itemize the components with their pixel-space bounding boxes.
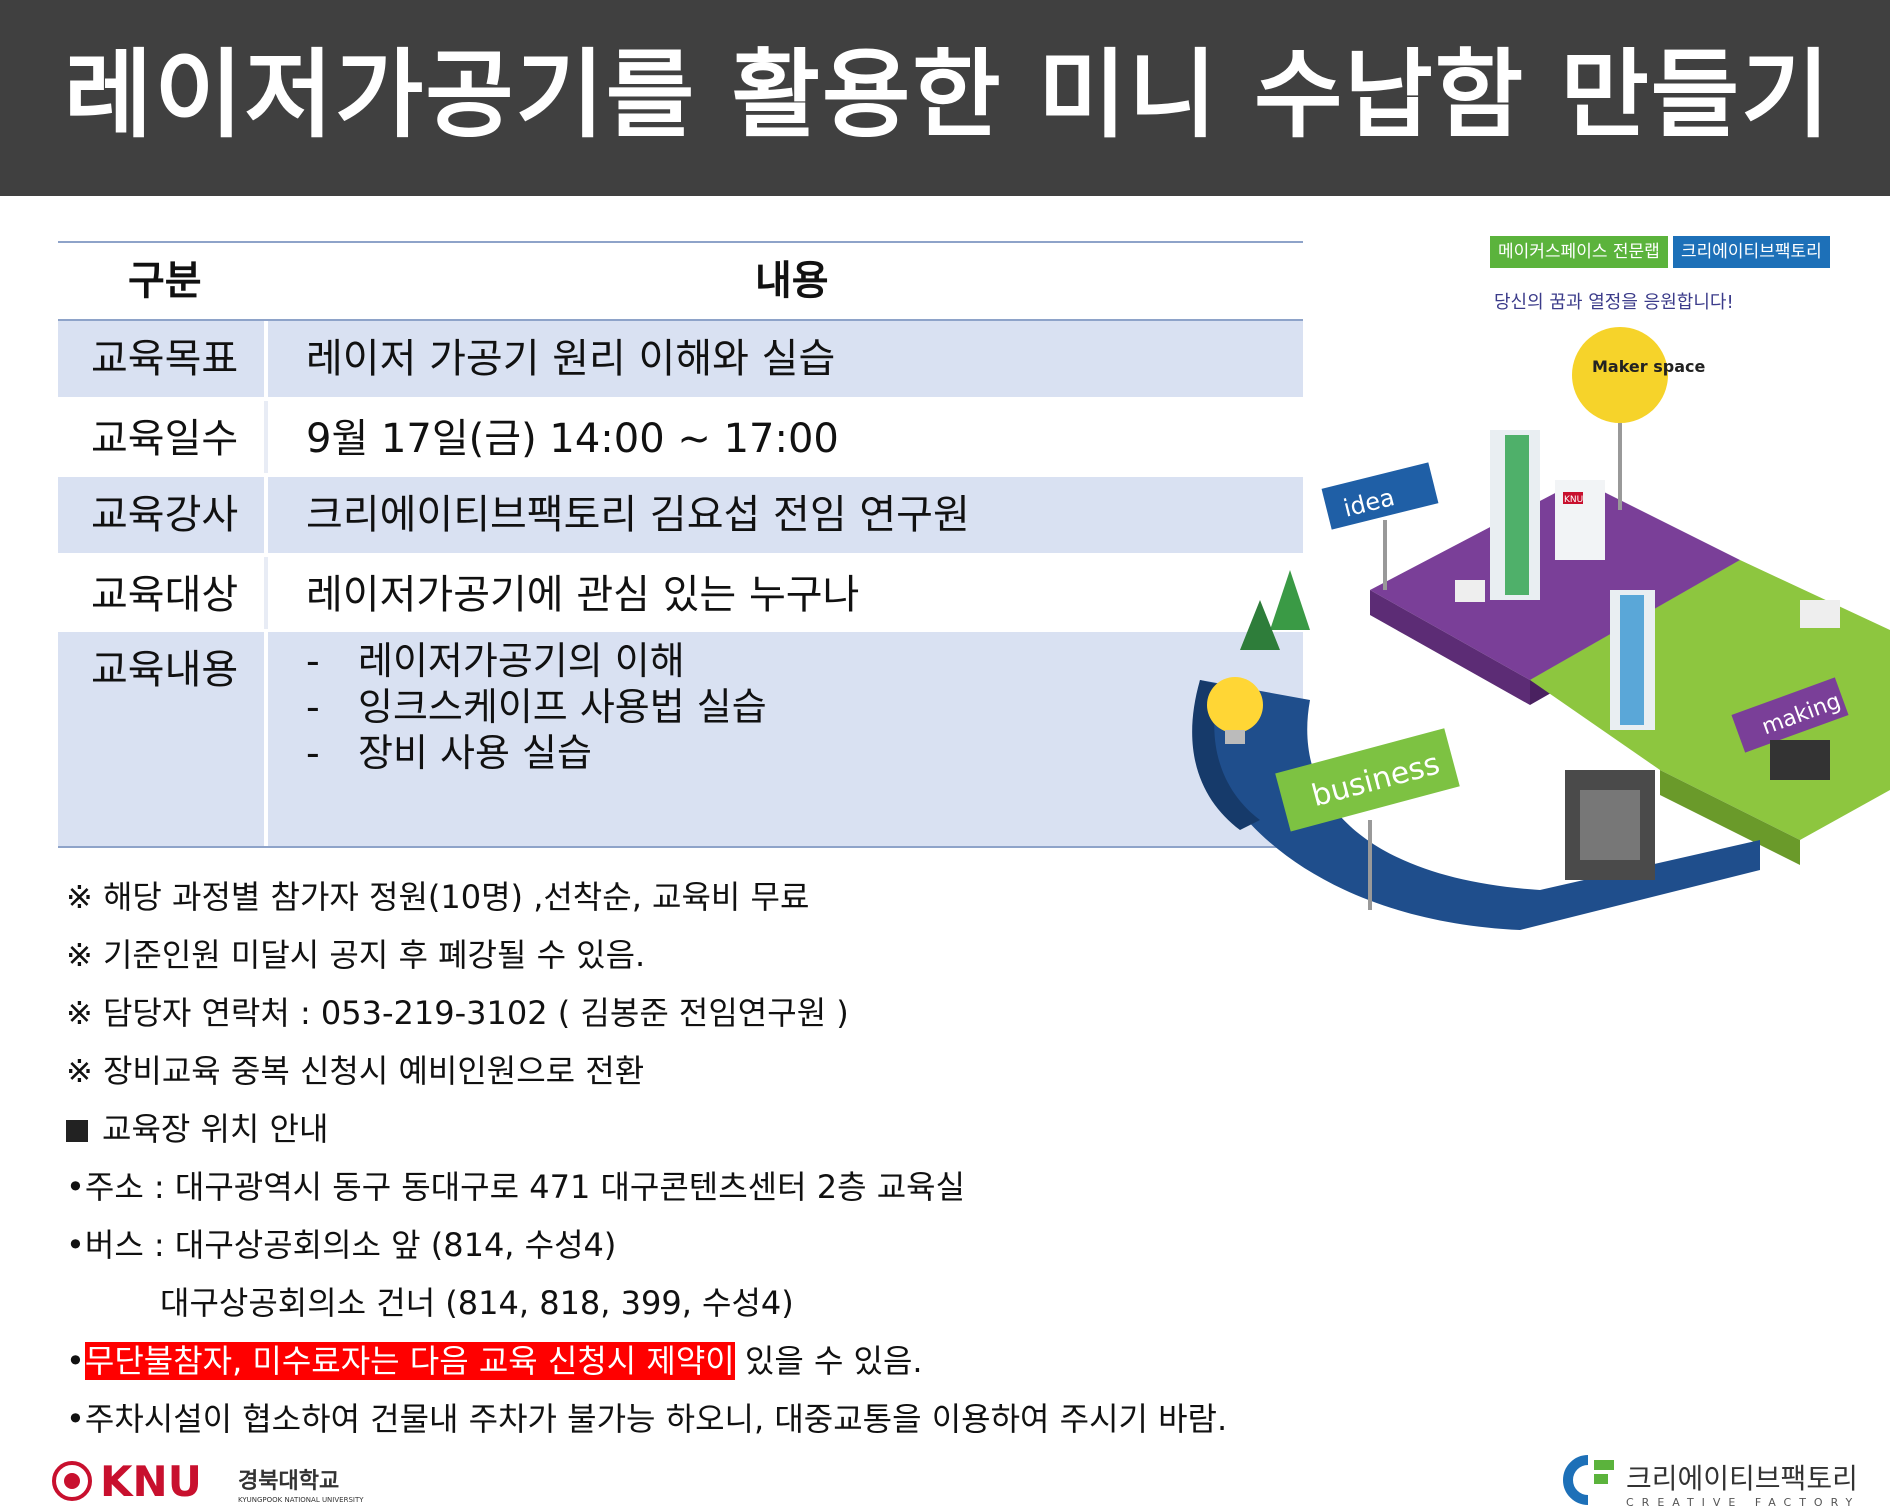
small-house-right [1800,600,1840,628]
row-value: 크리에이티브팩토리 김요섭 전임 연구원 [306,492,970,538]
column-divider [264,557,268,629]
tree-icon [1240,600,1280,650]
table-header: 구분 내용 [58,243,1303,319]
row-value: 레이저 가공기 원리 이해와 실습 [306,336,836,382]
cf-subtitle: CREATIVE FACTORY [1626,1496,1860,1508]
note-contact: ※ 담당자 연락처 : 053-219-3102 ( 김봉준 전임연구원 ) [66,994,849,1032]
knu-sign-badge [1563,492,1583,504]
making-sign [1731,677,1849,753]
table-header-rule [58,319,1303,321]
table-row-goal: 교육목표 레이저 가공기 원리 이해와 실습 [58,321,1303,397]
maker-space-text: Maker space [1592,357,1706,376]
maker-space-sign [1572,327,1668,423]
note-duplicate: ※ 장비교육 중복 신청시 예비인원으로 전환 [66,1052,645,1090]
note-bus-front: •버스 : 대구상공회의소 앞 (814, 수성4) [66,1226,617,1264]
small-house [1455,580,1485,602]
purple-platform-side [1370,590,1530,705]
title-bar: 레이저가공기를 활용한 미니 수납함 만들기 [0,0,1890,196]
makerspace-illustration: KNU idea Maker space making business [1192,327,1890,930]
notes-section: ※ 해당 과정별 참가자 정원(10명) ,선착순, 교육비 무료 ※ 기준인원… [66,868,1227,1448]
makerspace-tag: 메이커스페이스 전문랩 [1490,236,1668,268]
table-row-instructor: 교육강사 크리에이티브팩토리 김요섭 전임 연구원 [58,477,1303,553]
list-item: -레이저가공기의 이해 [306,639,685,683]
header-content: 내용 [755,258,829,304]
row-value: 9월 17일(금) 14:00 ~ 17:00 [306,416,839,462]
content-list: -레이저가공기의 이해 -잉크스케이프 사용법 실습 -장비 사용 실습 [306,638,767,776]
building-glass [1505,435,1529,595]
table-top-rule [58,241,1303,243]
creative-factory-logo: 크리에이티브팩토리 CREATIVE FACTORY [1563,1455,1860,1508]
note-warning: •무단불참자, 미수료자는 다음 교육 신청시 제약이 있을 수 있음. [66,1342,923,1380]
location-heading: 교육장 위치 안내 [66,1100,1227,1158]
chip-icon [1770,740,1830,780]
header-category: 구분 [128,258,202,304]
idea-sign [1321,462,1439,530]
tree-icon [1270,570,1310,630]
note-address: •주소 : 대구광역시 동구 동대구로 471 대구콘텐츠센터 2층 교육실 [66,1168,966,1206]
cf-c-icon [1563,1455,1589,1505]
row-value: 레이저가공기에 관심 있는 누구나 [306,572,860,618]
table-row-target: 교육대상 레이저가공기에 관심 있는 누구나 [58,557,1303,629]
note-capacity: ※ 해당 과정별 참가자 정원(10명) ,선착순, 교육비 무료 [66,878,810,916]
creative-factory-tag: 크리에이티브팩토리 [1673,236,1830,268]
knu-sign-text: KNU [1564,495,1583,505]
business-sign [1275,728,1460,832]
cf-name: 크리에이티브팩토리 [1626,1462,1858,1495]
green-platform-side [1660,770,1800,865]
note-bus-across: 대구상공회의소 건너 (814, 818, 399, 수성4) [160,1284,794,1322]
table-row-schedule: 교육일수 9월 17일(금) 14:00 ~ 17:00 [58,401,1303,473]
cf-f-icon [1594,1460,1614,1470]
knu-subtitle: KYUNGPOOK NATIONAL UNIVERSITY [238,1496,364,1504]
note-cancellation: ※ 기준인원 미달시 공지 후 폐강될 수 있음. [66,936,646,974]
knu-emblem-icon [52,1461,92,1501]
knu-name: 경북대학교 [238,1469,339,1494]
blue-arc-side [1192,680,1260,830]
row-label: 교육일수 [91,416,239,462]
warning-highlight: 무단불참자, 미수료자는 다음 교육 신청시 제약이 [84,1342,735,1380]
row-label: 교육목표 [91,336,239,382]
lightbulb-icon [1207,677,1263,733]
purple-platform [1370,480,1740,680]
list-item: -잉크스케이프 사용법 실습 [306,685,767,729]
page-title: 레이저가공기를 활용한 미니 수납함 만들기 [64,39,1832,151]
row-label: 교육내용 [91,647,239,693]
row-label: 교육대상 [91,572,239,618]
table-row-content: 교육내용 -레이저가공기의 이해 -잉크스케이프 사용법 실습 -장비 사용 실… [58,632,1303,846]
blue-arc [1197,680,1760,930]
square-bullet-icon [66,1120,88,1142]
column-divider [264,401,268,473]
building-mid-glass [1620,595,1644,725]
knu-mark: KNU [100,1457,202,1506]
lightbulb-base [1225,730,1245,744]
printer-chamber [1580,790,1640,860]
knu-logo: KNU 경북대학교 KYUNGPOOK NATIONAL UNIVERSITY [52,1457,364,1506]
slogan: 당신의 꿈과 열정을 응원합니다! [1494,292,1734,313]
note-parking: •주차시설이 협소하여 건물내 주차가 불가능 하오니, 대중교통을 이용하여 … [66,1400,1228,1438]
list-item: -장비 사용 실습 [306,731,592,775]
table-bottom-rule [58,846,1303,848]
row-label: 교육강사 [91,492,239,538]
